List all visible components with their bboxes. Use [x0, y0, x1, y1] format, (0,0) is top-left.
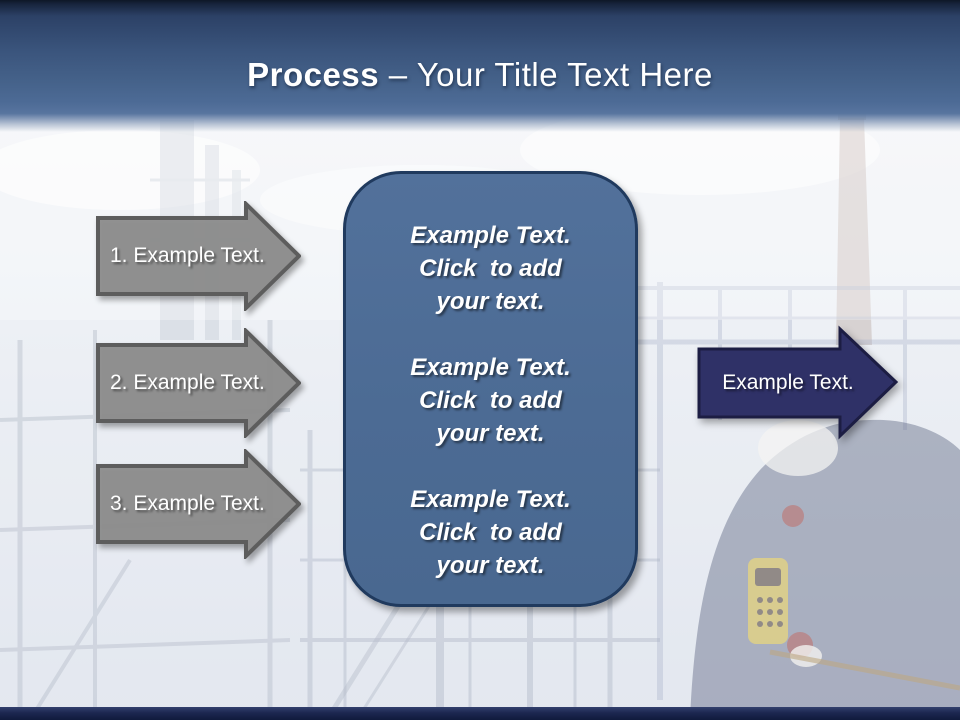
slide-title-separator: –: [379, 56, 417, 93]
placeholder-line: your text.: [436, 552, 545, 579]
placeholder-text-group-3[interactable]: Example Text. Click to add your text.: [346, 483, 635, 582]
process-arrow-3-label: 3. Example Text.: [110, 492, 265, 515]
process-arrow-2[interactable]: 2. Example Text.: [96, 328, 301, 438]
placeholder-text-group-2[interactable]: Example Text. Click to add your text.: [346, 351, 635, 450]
title-band: [0, 0, 960, 132]
process-arrow-1-label: 1. Example Text.: [110, 244, 265, 267]
slide-title-text: Your Title Text Here: [416, 56, 713, 93]
placeholder-line: Example Text.: [410, 222, 571, 249]
right-arrow-shape-icon: [96, 328, 301, 438]
process-arrow-2-label: 2. Example Text.: [110, 371, 265, 394]
placeholder-line: Example Text.: [410, 354, 571, 381]
placeholder-line: your text.: [436, 288, 545, 315]
placeholder-text-group-1[interactable]: Example Text. Click to add your text.: [346, 219, 635, 318]
placeholder-line: your text.: [436, 420, 545, 447]
result-arrow[interactable]: Example Text.: [697, 325, 899, 440]
placeholder-line: Click to add: [419, 387, 562, 414]
slide-title[interactable]: Process – Your Title Text Here: [0, 52, 960, 98]
placeholder-line: Click to add: [419, 519, 562, 546]
placeholder-line: Example Text.: [410, 486, 571, 513]
result-arrow-label: Example Text.: [722, 370, 854, 394]
right-arrow-shape-icon: [697, 325, 899, 440]
content-panel[interactable]: Example Text. Click to add your text. Ex…: [343, 171, 638, 607]
bottom-accent-bar: [0, 707, 960, 720]
process-arrow-3[interactable]: 3. Example Text.: [96, 449, 301, 559]
placeholder-line: Click to add: [419, 255, 562, 282]
process-arrow-1[interactable]: 1. Example Text.: [96, 201, 301, 311]
right-arrow-shape-icon: [96, 449, 301, 559]
slide-title-keyword: Process: [247, 56, 380, 93]
right-arrow-shape-icon: [96, 201, 301, 311]
